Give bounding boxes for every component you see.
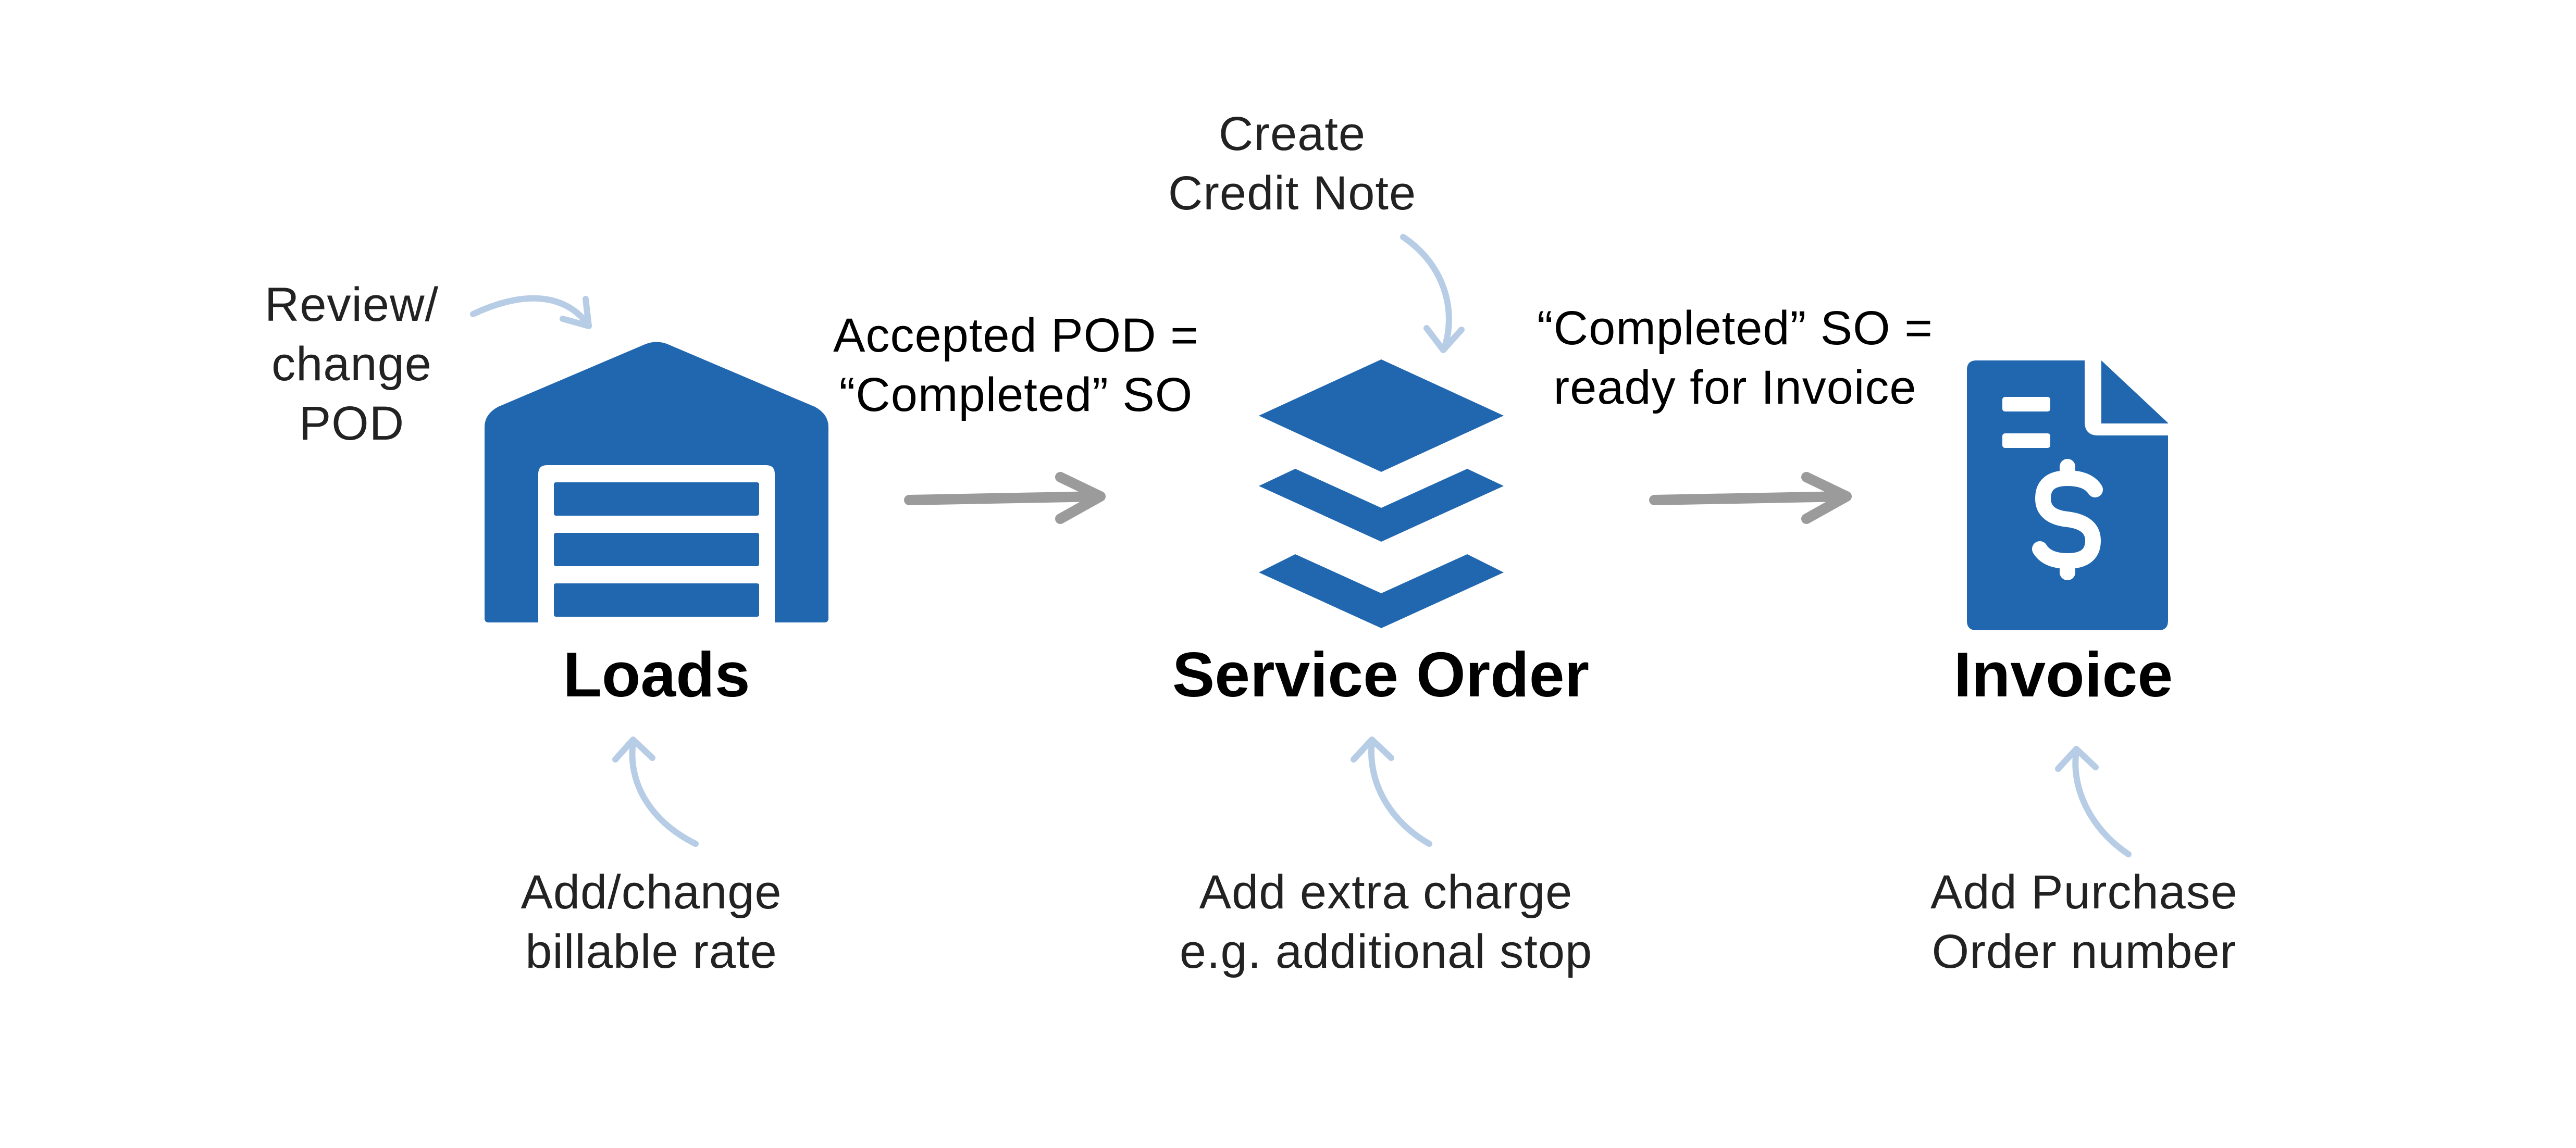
stacked-layers-icon (1259, 359, 1504, 628)
transition-label-line: ready for Invoice (1553, 361, 1917, 414)
garage-door-slat (554, 482, 759, 516)
note-line: Add/change (521, 866, 782, 919)
transition-label-line: “Completed” SO = (1537, 302, 1933, 355)
text-line (2002, 397, 2050, 411)
arrow-loads-to-service-order (904, 472, 1106, 524)
node-title-service-order: Service Order (1172, 639, 1590, 710)
note-line: billable rate (525, 925, 777, 978)
transition-label-line: Accepted POD = (833, 309, 1199, 362)
node-title-loads: Loads (563, 639, 750, 710)
node-title-invoice: Invoice (1953, 639, 2173, 710)
garage-door-slat (554, 583, 759, 617)
text-line (2002, 433, 2050, 448)
annotation-arrow-billable-rate (612, 737, 699, 847)
annotation-arrow-extra-charge (1351, 737, 1432, 847)
note-line: Order number (1931, 925, 2237, 978)
note-line: Create (1218, 107, 1366, 160)
page-fold (2101, 360, 2168, 423)
dollar-sign (2032, 459, 2103, 580)
transition-label-accepted-pod: Accepted POD = “Completed” SO (776, 306, 1256, 425)
arrow-head (1801, 472, 1852, 524)
note-add-extra-charge: Add extra charge e.g. additional stop (1125, 863, 1646, 981)
arrow-shaft (1649, 491, 1850, 505)
layer-bottom (1259, 554, 1504, 628)
transition-label-line: “Completed” SO (839, 368, 1193, 421)
layer-middle (1259, 469, 1504, 542)
invoice-document-dollar-icon (1967, 360, 2168, 630)
note-line: e.g. additional stop (1179, 925, 1593, 978)
annotation-arrow-review-pod (470, 295, 592, 329)
note-add-purchase-order-number: Add Purchase Order number (1897, 863, 2272, 981)
note-line: Add Purchase (1930, 866, 2238, 919)
note-line: Credit Note (1168, 167, 1417, 220)
garage-door-slat (554, 533, 759, 566)
note-add-change-billable-rate: Add/change billable rate (469, 863, 834, 981)
note-line: Review/ (264, 278, 439, 331)
note-line: POD (299, 397, 405, 450)
note-review-change-pod: Review/ change POD (208, 275, 495, 453)
transition-label-completed-so: “Completed” SO = ready for Invoice (1490, 298, 1980, 417)
note-create-credit-note: Create Credit Note (1131, 104, 1454, 223)
note-line: Add extra charge (1199, 866, 1573, 919)
annotation-arrow-credit-note (1400, 234, 1465, 353)
note-line: change (271, 338, 432, 391)
warehouse-icon (485, 342, 828, 622)
arrow-shaft (904, 491, 1104, 505)
annotation-arrow-purchase-order (2055, 746, 2132, 857)
arrow-service-order-to-invoice (1649, 472, 1852, 524)
arrow-head (1055, 472, 1106, 524)
layer-top (1259, 359, 1504, 472)
